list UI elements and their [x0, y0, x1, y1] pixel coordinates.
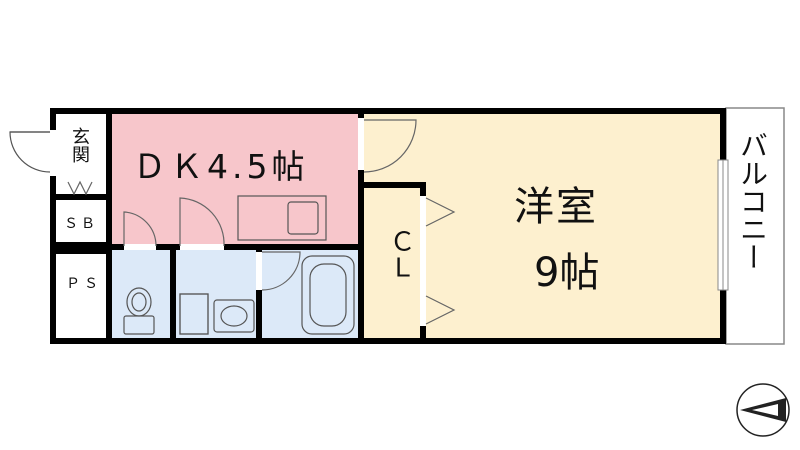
bathtub-icon: [301, 255, 355, 335]
genkan-area: [56, 114, 106, 194]
sb-area: [56, 202, 106, 242]
dk-room: [112, 114, 358, 244]
kitchen-sink-icon: [237, 195, 327, 241]
closet-label: ＣＬ: [385, 228, 415, 280]
sb-label: ＳＢ: [64, 216, 98, 232]
dk-room-label: ＤＫ4.5帖: [133, 147, 309, 186]
balcony-label: バルコニー: [736, 131, 769, 271]
toilet-room: [112, 250, 170, 338]
closet-area: [364, 188, 426, 338]
yoshitsu-label: 洋室: [514, 184, 598, 230]
ps-label: ＰＳ: [66, 276, 102, 292]
entry-door-icon: [9, 130, 56, 176]
genkan-label: 玄関: [69, 127, 90, 163]
toilet-icon: [123, 287, 155, 335]
yoshitsu-size-label: 9帖: [534, 250, 600, 296]
washbasin-icon: [179, 293, 255, 335]
balcony-area: [725, 107, 785, 345]
ps-area: [56, 254, 106, 338]
door-swings: [67, 118, 456, 326]
compass-icon: [736, 383, 790, 437]
